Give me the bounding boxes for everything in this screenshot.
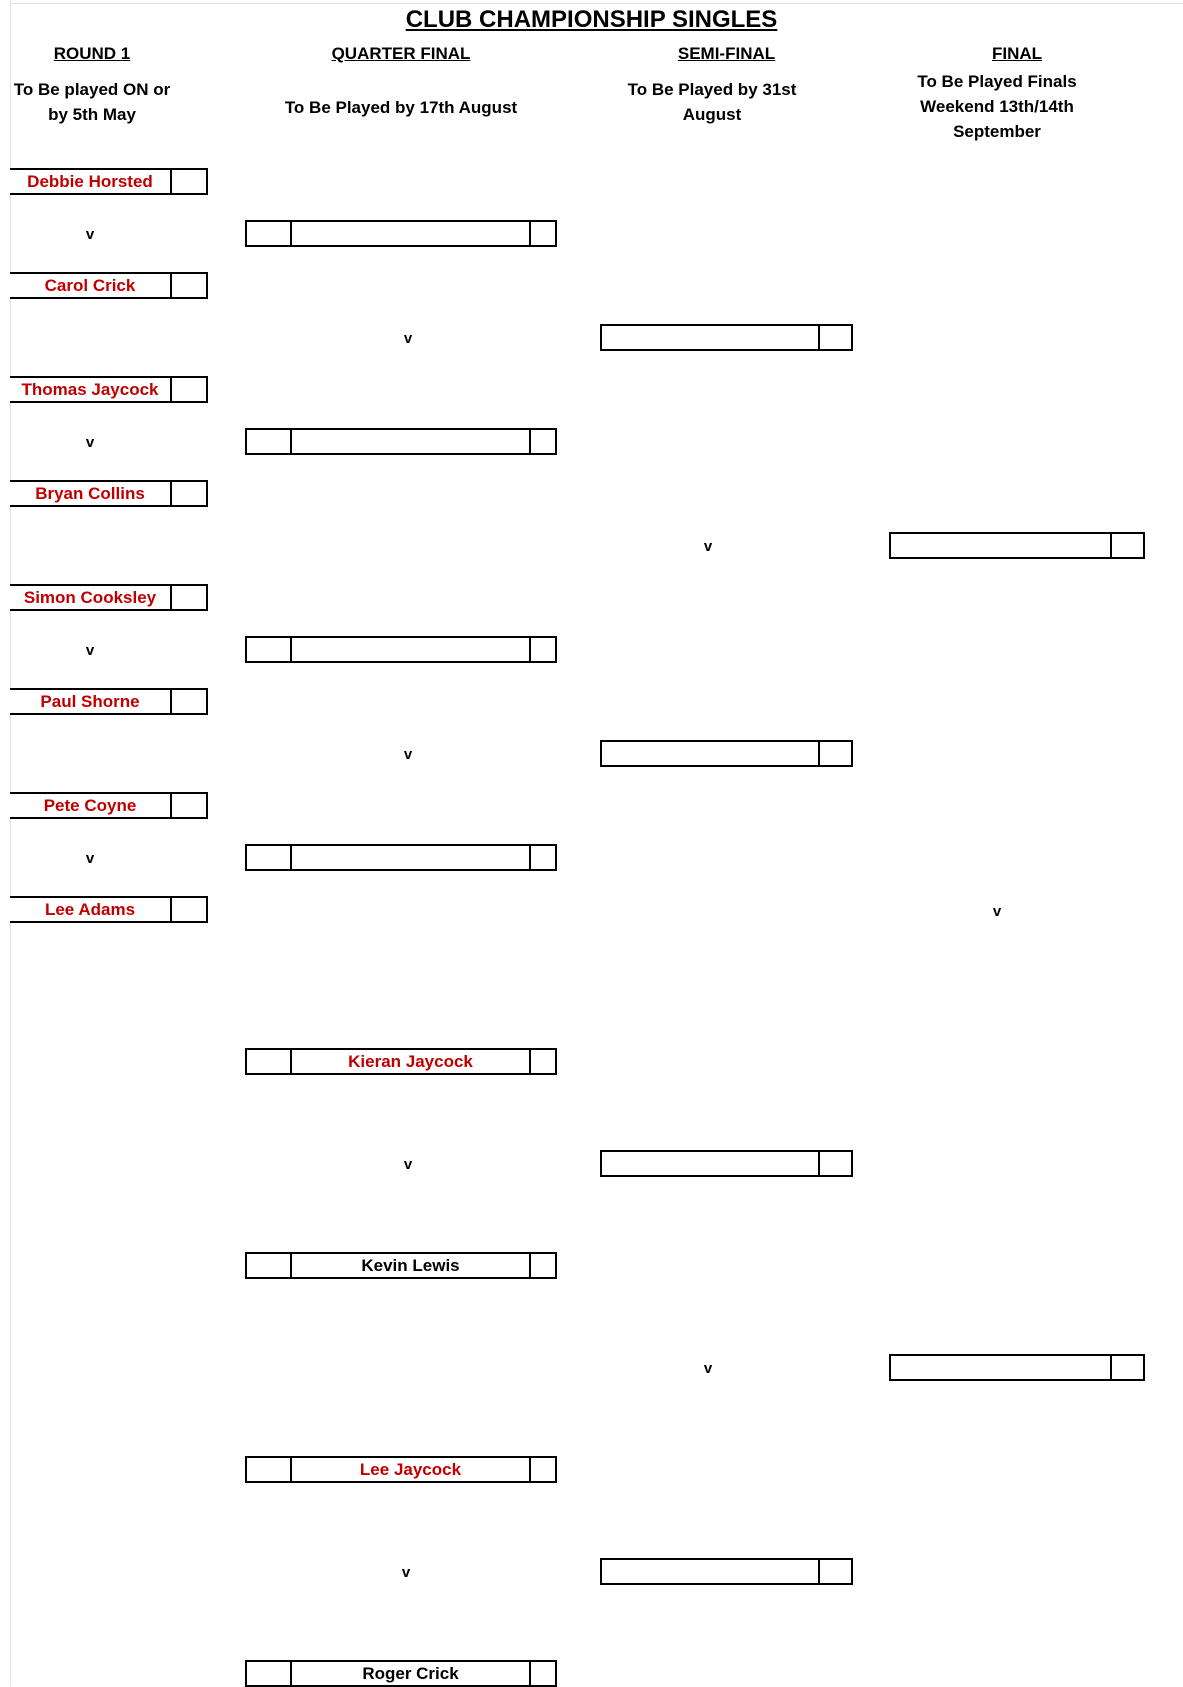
quarter-entry <box>245 636 557 663</box>
player-name[interactable]: Pete Coyne <box>43 795 137 815</box>
score-cell[interactable] <box>170 690 206 713</box>
score-cell[interactable] <box>818 326 851 349</box>
versus-label: v <box>85 642 95 659</box>
final-entry <box>889 532 1145 559</box>
round1-entry: Carol Crick <box>10 272 208 299</box>
player-name[interactable]: Kevin Lewis <box>290 1254 529 1277</box>
player-name[interactable] <box>290 430 529 453</box>
score-cell[interactable] <box>247 1662 290 1685</box>
score-cell[interactable] <box>170 586 206 609</box>
round1-entry: Thomas Jaycock <box>10 376 208 403</box>
score-cell[interactable] <box>1110 1356 1143 1379</box>
semi-heading: SEMI-FINAL <box>677 44 776 63</box>
score-cell[interactable] <box>529 1050 555 1073</box>
versus-label: v <box>992 903 1002 920</box>
versus-label: v <box>401 1564 411 1581</box>
quarter-entry: Kevin Lewis <box>245 1252 557 1279</box>
round1-entry: Pete Coyne <box>10 792 208 819</box>
player-name[interactable] <box>891 534 1110 557</box>
score-cell[interactable] <box>247 846 290 869</box>
final-note: To Be Played Finals Weekend 13th/14th Se… <box>917 72 1077 141</box>
player-name[interactable] <box>290 638 529 661</box>
player-name[interactable]: Debbie Horsted <box>27 171 153 191</box>
score-cell[interactable] <box>247 222 290 245</box>
quarter-note: To Be Played by 17th August <box>284 98 518 117</box>
versus-label: v <box>403 330 413 347</box>
player-name[interactable]: Paul Shorne <box>40 691 140 711</box>
round1-entry: Debbie Horsted <box>10 168 208 195</box>
player-name[interactable]: Lee Jaycock <box>290 1458 529 1481</box>
page-title: CLUB CHAMPIONSHIP SINGLES <box>405 6 778 33</box>
player-name[interactable]: Simon Cooksley <box>23 587 157 607</box>
score-cell[interactable] <box>529 846 555 869</box>
versus-label: v <box>703 538 713 555</box>
score-cell[interactable] <box>247 1050 290 1073</box>
score-cell[interactable] <box>529 1662 555 1685</box>
player-name[interactable] <box>602 742 818 765</box>
quarter-entry: Roger Crick <box>245 1660 557 1687</box>
score-cell[interactable] <box>247 1458 290 1481</box>
semi-entry <box>600 740 853 767</box>
versus-label: v <box>85 434 95 451</box>
semi-entry <box>600 324 853 351</box>
player-name[interactable]: Roger Crick <box>290 1662 529 1685</box>
score-cell[interactable] <box>818 742 851 765</box>
score-cell[interactable] <box>818 1560 851 1583</box>
score-cell[interactable] <box>170 794 206 817</box>
round1-entry: Paul Shorne <box>10 688 208 715</box>
score-cell[interactable] <box>170 898 206 921</box>
versus-label: v <box>703 1360 713 1377</box>
score-cell[interactable] <box>529 638 555 661</box>
final-heading: FINAL <box>991 44 1043 63</box>
versus-label: v <box>403 1156 413 1173</box>
score-cell[interactable] <box>529 1458 555 1481</box>
player-name[interactable]: Kieran Jaycock <box>290 1050 529 1073</box>
semi-entry <box>600 1558 853 1585</box>
score-cell[interactable] <box>170 170 206 193</box>
score-cell[interactable] <box>170 274 206 297</box>
quarter-entry <box>245 428 557 455</box>
score-cell[interactable] <box>247 430 290 453</box>
round1-entry: Simon Cooksley <box>10 584 208 611</box>
round1-note: To Be played ON or by 5th May <box>13 80 171 124</box>
versus-label: v <box>403 746 413 763</box>
semi-note: To Be Played by 31st August <box>627 80 797 124</box>
score-cell[interactable] <box>247 638 290 661</box>
player-name[interactable] <box>891 1356 1110 1379</box>
quarter-entry <box>245 844 557 871</box>
player-name[interactable] <box>602 1560 818 1583</box>
sheet-left-border <box>10 0 11 1686</box>
score-cell[interactable] <box>170 378 206 401</box>
quarter-entry <box>245 220 557 247</box>
score-cell[interactable] <box>529 1254 555 1277</box>
quarter-entry: Kieran Jaycock <box>245 1048 557 1075</box>
player-name[interactable] <box>290 222 529 245</box>
score-cell[interactable] <box>529 430 555 453</box>
versus-label: v <box>85 226 95 243</box>
player-name[interactable]: Thomas Jaycock <box>21 379 159 399</box>
final-entry <box>889 1354 1145 1381</box>
player-name[interactable]: Carol Crick <box>44 275 136 295</box>
player-name[interactable] <box>602 326 818 349</box>
sheet-top-border <box>10 3 1183 4</box>
player-name[interactable]: Bryan Collins <box>35 483 145 503</box>
quarter-entry: Lee Jaycock <box>245 1456 557 1483</box>
score-cell[interactable] <box>529 222 555 245</box>
versus-label: v <box>85 850 95 867</box>
quarter-heading: QUARTER FINAL <box>331 44 471 63</box>
player-name[interactable] <box>290 846 529 869</box>
semi-entry <box>600 1150 853 1177</box>
player-name[interactable]: Lee Adams <box>44 899 136 919</box>
score-cell[interactable] <box>170 482 206 505</box>
player-name[interactable] <box>602 1152 818 1175</box>
score-cell[interactable] <box>247 1254 290 1277</box>
round1-entry: Bryan Collins <box>10 480 208 507</box>
round1-heading: ROUND 1 <box>53 44 131 63</box>
round1-entry: Lee Adams <box>10 896 208 923</box>
score-cell[interactable] <box>1110 534 1143 557</box>
score-cell[interactable] <box>818 1152 851 1175</box>
